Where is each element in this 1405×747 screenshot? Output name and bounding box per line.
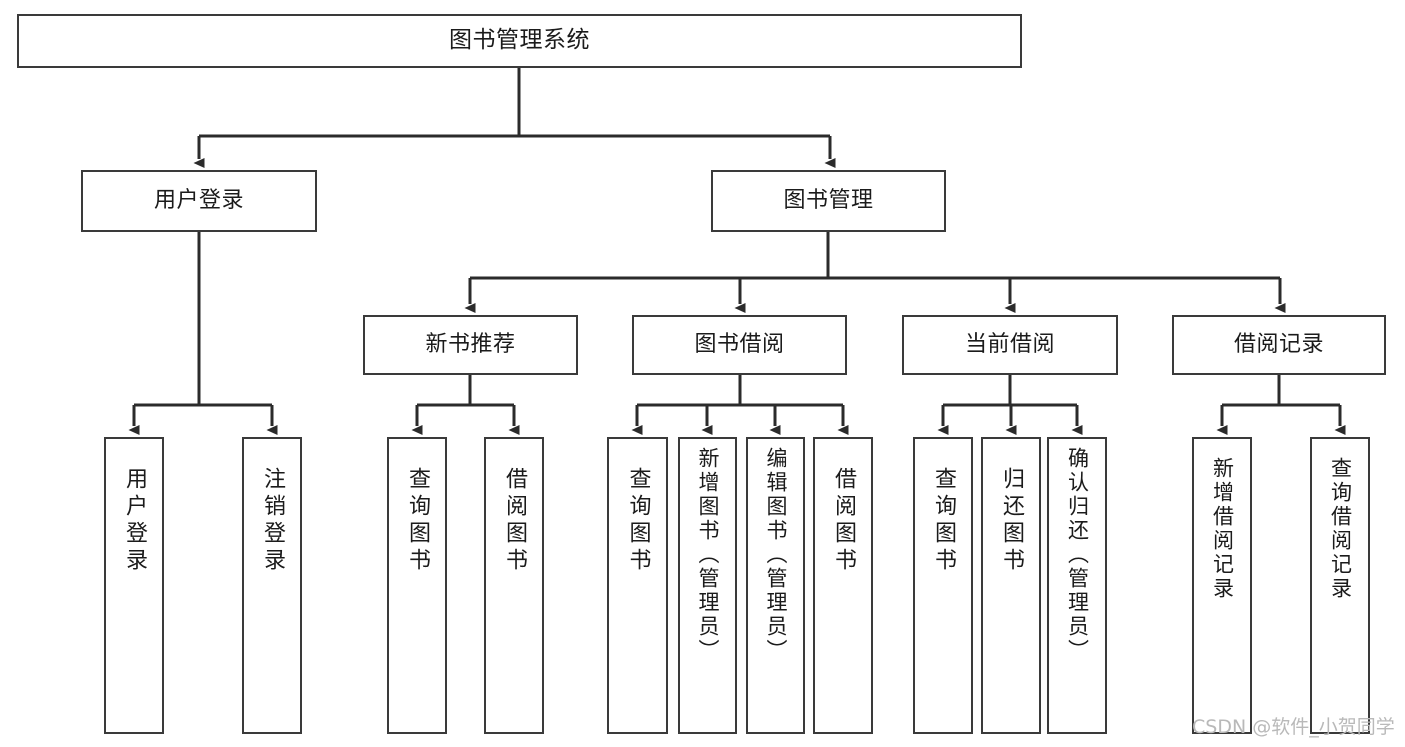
node-leaf-query-record[interactable]: 查询借阅记录 [1310,437,1370,734]
node-leaf-query-book-3[interactable]: 查询图书 [913,437,973,734]
node-label: 归还图书 [999,467,1024,575]
node-leaf-add-book[interactable]: 新增图书（管理员） [678,437,737,734]
node-label: 图书借阅 [694,332,785,358]
node-label: 用户登录 [122,467,147,575]
node-label: 查询图书 [931,467,956,575]
node-label: 查询借阅记录 [1328,457,1353,601]
node-leaf-edit-book[interactable]: 编辑图书（管理员） [746,437,805,734]
node-label: 查询图书 [625,467,651,575]
node-leaf-confirm-return[interactable]: 确认归还（管理员） [1047,437,1107,734]
node-label: 图书管理 [783,188,874,214]
node-leaf-user-logout[interactable]: 注销登录 [242,437,302,734]
node-label: 新书推荐 [425,332,516,358]
node-new-book-recommend[interactable]: 新书推荐 [363,315,578,375]
node-label: 新增借阅记录 [1210,457,1235,601]
node-label: 用户登录 [153,188,244,214]
node-leaf-query-book-1[interactable]: 查询图书 [387,437,447,734]
node-borrow-record[interactable]: 借阅记录 [1172,315,1386,375]
node-leaf-add-record[interactable]: 新增借阅记录 [1192,437,1252,734]
node-leaf-return-book[interactable]: 归还图书 [981,437,1041,734]
node-label: 确认归还（管理员） [1065,447,1090,663]
node-book-management[interactable]: 图书管理 [711,170,946,232]
node-leaf-borrow-book-1[interactable]: 借阅图书 [484,437,544,734]
node-leaf-user-login[interactable]: 用户登录 [104,437,164,734]
node-leaf-borrow-book-2[interactable]: 借阅图书 [813,437,873,734]
node-book-borrow[interactable]: 图书借阅 [632,315,847,375]
node-label: 图书管理系统 [449,27,590,54]
node-label: 借阅图书 [502,467,527,575]
node-user-login[interactable]: 用户登录 [81,170,317,232]
node-leaf-query-book-2[interactable]: 查询图书 [607,437,668,734]
node-label: 借阅图书 [831,467,856,575]
csdn-watermark: CSDN @软件_小贺同学 [1192,716,1395,738]
node-label: 新增图书（管理员） [696,447,720,663]
node-current-borrow[interactable]: 当前借阅 [902,315,1118,375]
node-label: 当前借阅 [964,332,1055,358]
node-label: 编辑图书（管理员） [764,447,788,663]
node-label: 注销登录 [260,467,285,575]
node-label: 借阅记录 [1233,332,1324,358]
node-label: 查询图书 [405,467,430,575]
node-root-system[interactable]: 图书管理系统 [17,14,1022,68]
